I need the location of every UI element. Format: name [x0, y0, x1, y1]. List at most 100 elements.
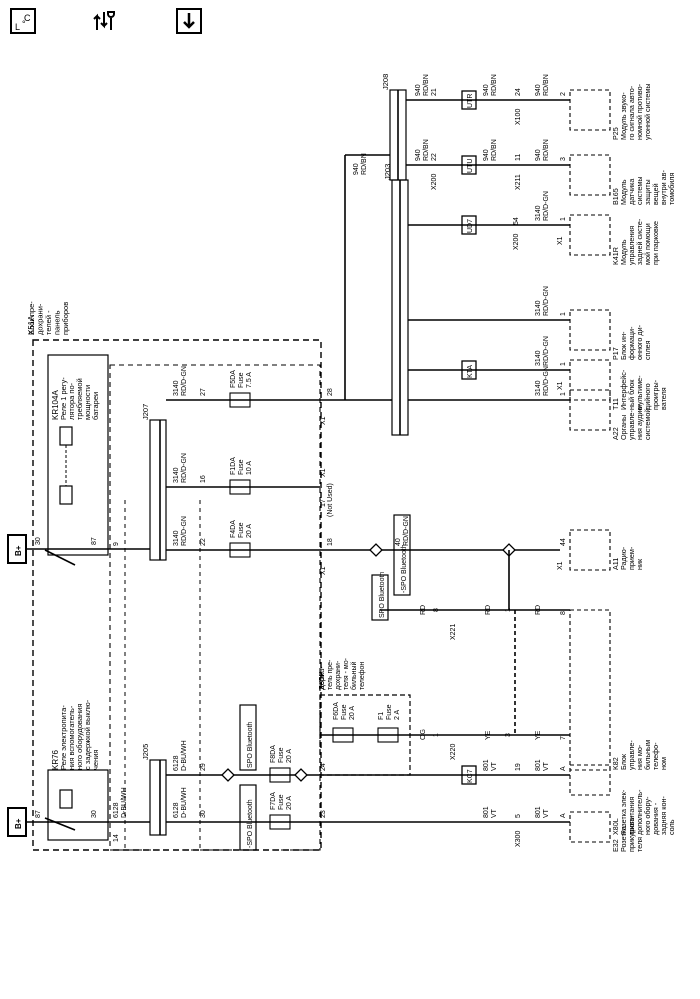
- module-p17-pin: 1: [560, 312, 567, 316]
- w-p25-num: 940: [415, 84, 422, 96]
- conn-k41r: X1: [557, 236, 564, 245]
- download-button[interactable]: [176, 8, 202, 34]
- fuse-f5da-label-line-2: 7.5 A: [246, 372, 253, 388]
- ctrl-utu: [461, 155, 477, 175]
- w-rd-2: RD: [485, 605, 492, 615]
- w2-b165-col: RD/BN: [491, 139, 498, 161]
- w-801-b-col: VT: [491, 808, 498, 818]
- w2-b165-num: 940: [483, 149, 490, 161]
- pin-3-k82: 3: [505, 733, 512, 737]
- fuse-block-desc-line-0: Блок пре-: [27, 301, 36, 335]
- w-ye-1: YE: [485, 730, 492, 740]
- connector-glyph-c: C: [24, 13, 31, 23]
- pin-44: 44: [560, 538, 567, 546]
- w-3140-28-num: 3140: [173, 380, 180, 396]
- module-b165-label-line-6: внутри ав-: [659, 170, 668, 205]
- relay-kr104a-switch: [44, 549, 76, 566]
- ctrl-kc7: [461, 765, 477, 785]
- connector-glyph-dot: °: [22, 19, 26, 29]
- w-t11-col: RD/D-GN: [543, 336, 550, 366]
- pin-16: 16: [200, 475, 207, 483]
- fuse-block-name: X51A: [27, 315, 36, 335]
- ctrl-ud7: [461, 215, 477, 235]
- fuse-f5da-label-line-0: F5DA: [230, 370, 237, 388]
- opt-nspo-bt-2-label: -SPO Bluetooth: [247, 799, 254, 848]
- ctrl-utu-label: UTU: [467, 159, 474, 173]
- opt-spo-bt-2: [239, 704, 257, 771]
- w-p17-col: RD/D-GN: [543, 286, 550, 316]
- fuse-f8da: [269, 767, 291, 783]
- w-6128-c-num: 6128: [113, 802, 120, 818]
- relay-kr76-desc-line-1: ния вспомогатель-: [67, 705, 76, 770]
- module-e32-box: [569, 811, 611, 843]
- w-a22-col: RD/D-GN: [543, 366, 550, 396]
- relay-kr76-coil: [59, 789, 73, 809]
- pin-5: 5: [515, 814, 522, 818]
- fuse-f1-label-line-1: Fuse: [386, 704, 393, 720]
- tools-button[interactable]: [92, 8, 118, 34]
- w-k41r-col: RD/D-GN: [543, 191, 550, 221]
- w-3140-17-num: 3140: [173, 467, 180, 483]
- w2-801-a-col: VT: [543, 761, 550, 771]
- w-940-num: 940: [353, 163, 360, 175]
- fuse-block-desc-line-1: дохрани-: [36, 303, 45, 335]
- x55f-desc-line-4: бильный: [350, 661, 358, 690]
- module-p25-label-line-1: Модуль звуко-: [619, 92, 628, 140]
- relay-kr76-desc-line-2: ного оборудования: [75, 704, 84, 770]
- fuse-f4da-label-line-0: F4DA: [230, 520, 237, 538]
- relay-kr104a-name: KR104A: [51, 390, 60, 420]
- splice-j207: [149, 419, 167, 561]
- module-k82-label-line-4: бильным: [643, 740, 652, 770]
- fuse-f6da-label-line-1: Fuse: [341, 704, 348, 720]
- w-p25-col: RD/BN: [423, 74, 430, 96]
- w-6128-a-num: 6128: [173, 755, 180, 771]
- module-k82-label-line-5: телефо-: [651, 742, 660, 770]
- relay-kr104a-desc-line-1: лятора по-: [67, 382, 76, 420]
- splice-j203-label: J203: [383, 164, 392, 180]
- fuse-f1: [377, 727, 399, 743]
- module-b165-label-line-4: защиты: [643, 179, 652, 205]
- x55f-desc-line-5: телефон: [359, 662, 366, 690]
- w2-p25-num: 940: [483, 84, 490, 96]
- connector-view-button[interactable]: L C °: [10, 8, 36, 34]
- module-a11-label-line-2: прием-: [627, 546, 636, 570]
- fuse-f4da-label-line-2: 20 A: [246, 524, 253, 538]
- w2-801-b-col: VT: [543, 808, 550, 818]
- module-a22-label-line-1: Органы: [619, 415, 628, 440]
- fuse-f1da-label-line-0: F1DA: [230, 457, 237, 475]
- module-a22-label-line-4: системой: [643, 409, 652, 440]
- relay-kr76-name: KR76: [51, 749, 60, 770]
- relay-kr104a-desc-line-2: требляемой: [75, 378, 84, 420]
- module-a11-box: [569, 529, 611, 571]
- module-x80l-label-line-0: X80L: [611, 818, 620, 835]
- relay-kr104a-coil-2: [59, 485, 73, 505]
- splice-diamond-a11: [369, 543, 383, 557]
- module-p17-label-line-0: P17: [611, 347, 620, 360]
- pin-7-k82: 7: [560, 736, 567, 740]
- relay-kr104a-desc-line-4: батареи: [91, 392, 100, 420]
- fuse-f5da: [229, 392, 251, 408]
- pin-b165-c: 11: [515, 154, 522, 161]
- module-k41r-box: [569, 214, 611, 256]
- fuse-f8da-label-line-0: F8DA: [270, 745, 277, 763]
- pin-p25-c: 24: [515, 88, 522, 96]
- w-ye-2: YE: [535, 730, 542, 740]
- relay-kr76-desc-line-4: чения: [91, 750, 100, 770]
- pin-9: 9: [113, 542, 120, 546]
- fuse-f5da-label-line-1: Fuse: [238, 372, 245, 388]
- module-a22-pin: 1: [560, 392, 567, 396]
- module-k41r-label-line-2: управления: [627, 226, 636, 265]
- module-b165-label-line-3: системы: [635, 176, 644, 205]
- w-k41r-num: 3140: [535, 205, 542, 221]
- fuse-f6da-label-line-2: 20 A: [349, 706, 356, 720]
- relay-kr104a-desc-line-3: мощности: [83, 385, 92, 420]
- module-x80l-label-line-1: Розетка элек-: [619, 789, 628, 835]
- w-3140-18-col: RD/D-GN: [181, 516, 188, 546]
- w-3140-28-col: RD/D-GN: [181, 366, 188, 396]
- ctrl-utr: [461, 90, 477, 110]
- w-rd-1: RD: [420, 605, 427, 615]
- pin-18: 18: [327, 538, 334, 546]
- x55f-desc-line-1: тель пре-: [327, 659, 334, 690]
- tools-icon: [93, 11, 115, 30]
